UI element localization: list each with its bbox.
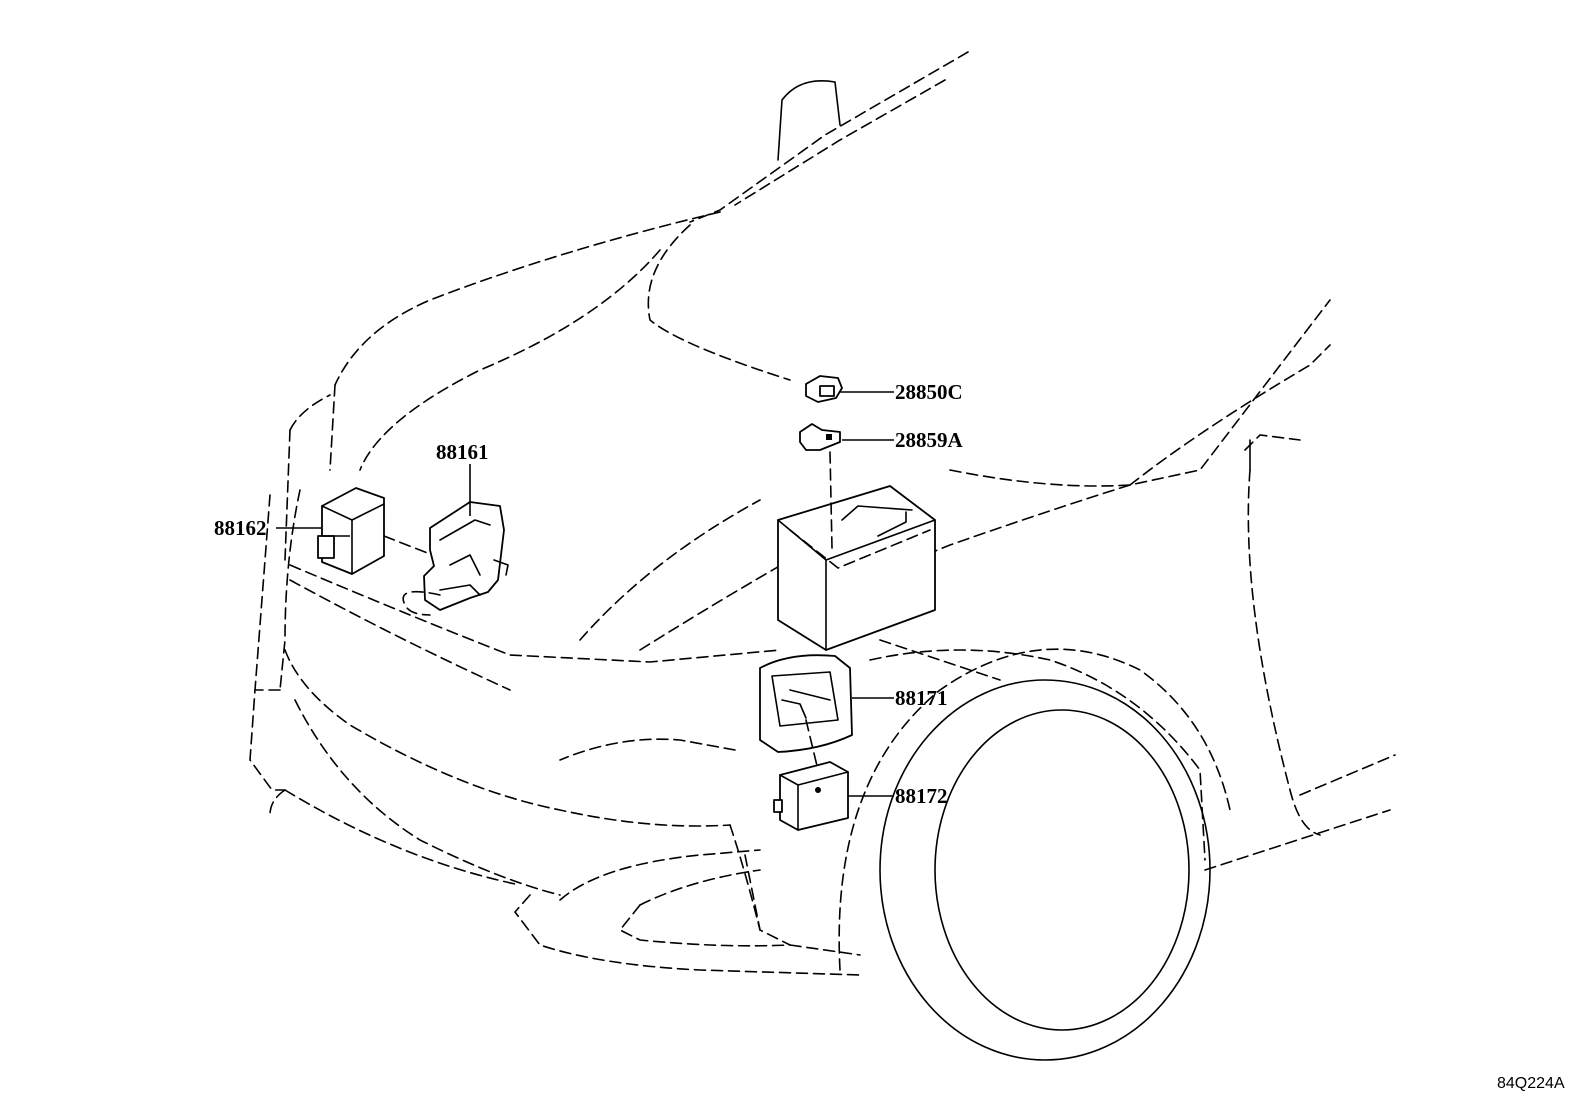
part-28850c-cable-clamp — [805, 375, 843, 403]
part-28859a-terminal — [799, 423, 841, 451]
leader-lines — [276, 391, 894, 797]
figure-code: 84Q224A — [1497, 1075, 1565, 1092]
part-88171-tray — [759, 654, 853, 771]
connection-lines — [383, 535, 431, 555]
battery — [777, 451, 936, 651]
part-88172-module — [773, 761, 849, 831]
label-28850c: 28850C — [895, 380, 963, 404]
label-88161: 88161 — [436, 440, 489, 464]
label-88171: 88171 — [895, 686, 948, 710]
part-88161-bracket — [402, 501, 509, 616]
part-88162-module — [317, 487, 385, 575]
label-88172: 88172 — [895, 784, 948, 808]
label-28859a: 28859A — [895, 428, 964, 452]
callout-labels: 28850C 28859A 88161 88162 88171 88172 — [214, 380, 964, 808]
vehicle-outline — [249, 51, 1396, 1061]
label-88162: 88162 — [214, 516, 267, 540]
